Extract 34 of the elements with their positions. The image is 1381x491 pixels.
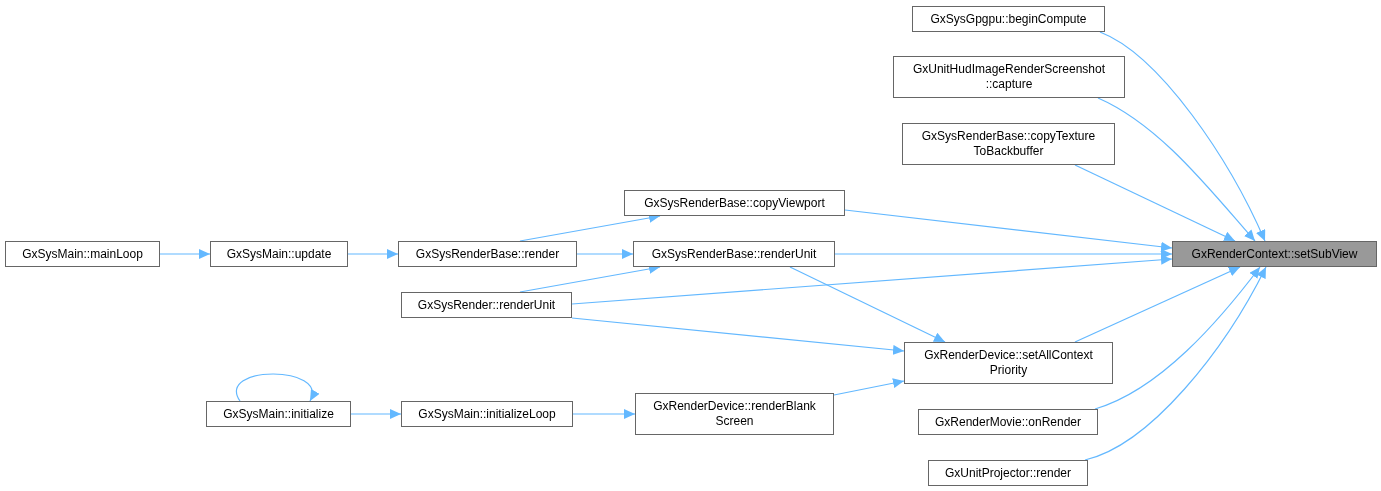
function-box: GxRenderDevice::renderBlank Screen [635, 393, 834, 435]
function-box: GxUnitProjector::render [928, 460, 1088, 486]
call-arrow [844, 209, 1173, 252]
call-arrow [347, 249, 399, 259]
function-box: GxRenderMovie::onRender [918, 409, 1098, 435]
function-box: GxRenderDevice::setAllContext Priority [904, 342, 1113, 384]
call-arrow [576, 249, 634, 259]
call-arrow [571, 317, 905, 355]
function-box: GxUnitHudImageRenderScreenshot ::capture [893, 56, 1125, 98]
call-arrow [571, 254, 1173, 305]
call-arrow [1097, 97, 1256, 242]
function-box: GxSysMain::initialize [206, 401, 351, 427]
call-arrow [350, 409, 402, 419]
call-arrow [235, 373, 318, 402]
call-arrow [1084, 266, 1267, 461]
call-arrow [1094, 266, 1261, 410]
function-box: GxSysRenderBase::render [398, 241, 577, 267]
call-arrow [159, 249, 211, 259]
function-box: GxSysRenderBase::copyTexture ToBackbuffer [902, 123, 1115, 165]
call-arrow [789, 266, 946, 343]
focus-function-box: GxRenderContext::setSubView [1172, 241, 1377, 267]
function-box: GxSysRenderBase::renderUnit [633, 241, 835, 267]
function-box: GxSysMain::mainLoop [5, 241, 160, 267]
call-arrow [1074, 164, 1236, 242]
call-arrow [1074, 266, 1241, 343]
function-box: GxSysRenderBase::copyViewport [624, 190, 845, 216]
function-box: GxSysMain::initializeLoop [401, 401, 573, 427]
function-box: GxSysGpgpu::beginCompute [912, 6, 1105, 32]
function-box: GxSysMain::update [210, 241, 348, 267]
call-arrow [572, 409, 636, 419]
call-arrow [833, 378, 905, 396]
call-arrow [1099, 31, 1266, 242]
call-arrow [834, 249, 1173, 259]
function-box: GxSysRender::renderUnit [401, 292, 572, 318]
